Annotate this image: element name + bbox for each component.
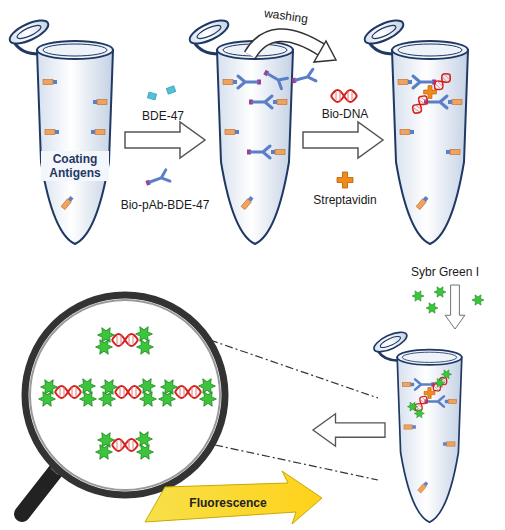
step-label: washing xyxy=(263,6,309,26)
step-arrow xyxy=(125,122,205,158)
reagent-label: Sybr Green I xyxy=(411,265,479,279)
zoom-guide xyxy=(215,445,378,480)
washing-arrow xyxy=(250,35,336,89)
sybr-dots xyxy=(412,287,484,313)
tube-complex xyxy=(362,16,468,244)
dna-icon xyxy=(331,90,357,102)
magnifier xyxy=(22,295,225,514)
reagent-label: BDE-47 xyxy=(142,109,184,123)
tube-coated xyxy=(7,16,113,244)
antibody-icon xyxy=(144,170,170,189)
bde-molecule xyxy=(147,92,156,100)
reagent-label: Bio-pAb-BDE-47 xyxy=(121,198,210,212)
reagent-label: Bio-DNA xyxy=(322,107,369,121)
zoom-guide xyxy=(210,340,378,398)
reagent-label: Streptavidin xyxy=(313,193,376,207)
step-arrow xyxy=(445,285,465,329)
coating-antigens-label: Coating Antigens xyxy=(41,151,109,182)
streptavidin-icon xyxy=(337,172,353,188)
step-arrow xyxy=(313,414,385,446)
step-arrow xyxy=(303,122,383,158)
fluorescence-bolt xyxy=(145,471,322,524)
signal-label: Fluorescence xyxy=(189,496,266,510)
bde-molecule xyxy=(166,86,176,94)
